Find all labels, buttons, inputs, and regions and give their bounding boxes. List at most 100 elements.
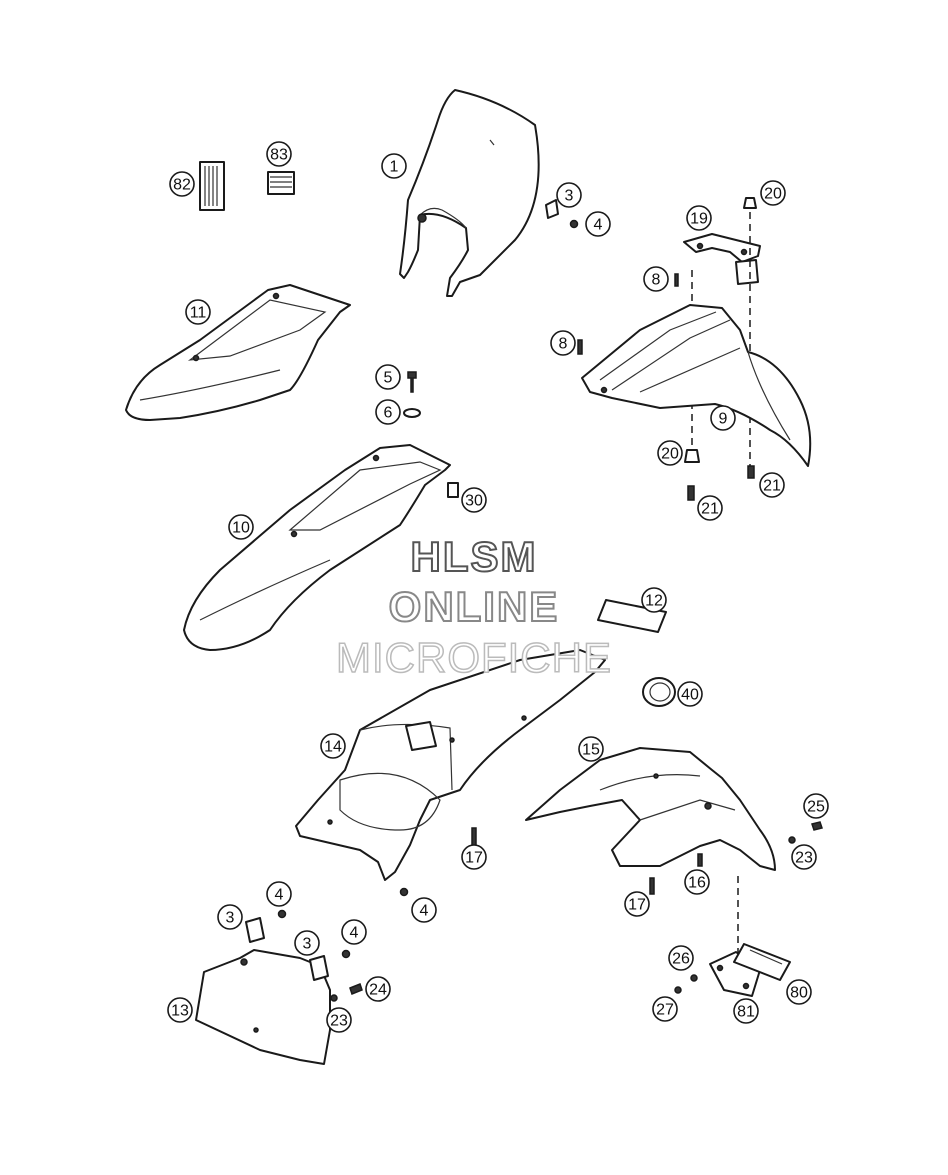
side-cover-11-part (125, 284, 351, 421)
svg-text:25: 25 (807, 799, 825, 816)
callout-1: 1 (381, 153, 407, 179)
cap-40-part (642, 677, 676, 707)
svg-text:13: 13 (171, 1003, 189, 1020)
washer-6-part (403, 408, 421, 418)
callout-83: 83 (266, 141, 292, 167)
callout-9: 9 (710, 405, 736, 431)
callout-21: 21 (697, 495, 723, 521)
svg-text:82: 82 (173, 177, 191, 194)
front-fender-9-part (581, 304, 812, 467)
clip-3-lower (245, 917, 329, 981)
screw-4-top (569, 219, 579, 229)
callout-10: 10 (228, 514, 254, 540)
decal-82-part (199, 161, 225, 211)
callout-3: 3 (217, 904, 243, 930)
nut-26-27 (674, 974, 698, 994)
svg-text:24: 24 (369, 982, 387, 999)
callout-16: 16 (684, 869, 710, 895)
callout-20: 20 (760, 180, 786, 206)
svg-text:21: 21 (763, 478, 781, 495)
svg-text:11: 11 (190, 305, 207, 322)
svg-text:83: 83 (270, 147, 288, 164)
svg-text:27: 27 (656, 1002, 674, 1019)
callout-13: 13 (167, 997, 193, 1023)
svg-text:81: 81 (737, 1004, 755, 1021)
bushing-30-part (447, 482, 459, 498)
screw-17-center (471, 827, 477, 847)
callout-17: 17 (461, 844, 487, 870)
svg-text:15: 15 (582, 742, 600, 759)
reflector-80-part (733, 943, 791, 981)
callout-3: 3 (556, 182, 582, 208)
callout-30: 30 (461, 487, 487, 513)
callout-12: 12 (641, 587, 667, 613)
callout-25: 25 (803, 793, 829, 819)
callout-19: 19 (686, 205, 712, 231)
callout-4: 4 (266, 881, 292, 907)
screw-4-lower (277, 909, 363, 1002)
svg-text:40: 40 (681, 687, 699, 704)
front-fender-15-part (525, 747, 776, 871)
svg-text:3: 3 (303, 936, 312, 953)
svg-text:17: 17 (465, 850, 483, 867)
rear-section-10-part (183, 444, 451, 651)
svg-text:6: 6 (384, 405, 393, 422)
svg-text:3: 3 (226, 910, 235, 927)
svg-text:1: 1 (390, 159, 399, 176)
svg-text:19: 19 (690, 211, 708, 228)
svg-text:23: 23 (795, 850, 813, 867)
callout-17: 17 (624, 891, 650, 917)
screw-4-center (399, 887, 409, 897)
svg-text:4: 4 (594, 217, 603, 234)
fasteners-16-17-23-25 (649, 821, 823, 895)
callout-4: 4 (411, 897, 437, 923)
callout-6: 6 (375, 399, 401, 425)
svg-text:4: 4 (275, 887, 284, 904)
fasteners-20-21 (684, 449, 755, 501)
callout-81: 81 (733, 998, 759, 1024)
callout-8: 8 (643, 266, 669, 292)
svg-text:80: 80 (790, 985, 808, 1002)
svg-text:12: 12 (645, 593, 663, 610)
callout-4: 4 (341, 919, 367, 945)
svg-text:23: 23 (330, 1013, 348, 1030)
callout-40: 40 (677, 681, 703, 707)
decal-83-part (267, 171, 295, 195)
callout-14: 14 (320, 733, 346, 759)
svg-text:4: 4 (420, 903, 429, 920)
nut-20-top (743, 197, 757, 209)
callout-23: 23 (791, 844, 817, 870)
svg-text:21: 21 (701, 501, 719, 518)
clip-3-top (545, 199, 559, 219)
svg-text:8: 8 (652, 272, 661, 289)
svg-text:26: 26 (672, 951, 690, 968)
svg-text:9: 9 (719, 411, 728, 428)
callout-8: 8 (550, 330, 576, 356)
svg-text:14: 14 (324, 739, 342, 756)
headlight-mask-part (399, 89, 540, 297)
callout-4: 4 (585, 211, 611, 237)
callout-23: 23 (326, 1007, 352, 1033)
callout-5: 5 (375, 364, 401, 390)
svg-text:3: 3 (565, 188, 574, 205)
rear-fender-14-part (295, 649, 606, 881)
svg-text:20: 20 (764, 186, 782, 203)
callout-24: 24 (365, 976, 391, 1002)
bracket-19-part (683, 233, 761, 285)
plate-13-part (195, 949, 331, 1065)
svg-text:10: 10 (232, 520, 250, 537)
svg-text:20: 20 (661, 446, 679, 463)
svg-text:17: 17 (628, 897, 646, 914)
callout-82: 82 (169, 171, 195, 197)
callout-26: 26 (668, 945, 694, 971)
callout-80: 80 (786, 979, 812, 1005)
bolt-5-part (407, 371, 417, 393)
svg-text:16: 16 (688, 875, 706, 892)
svg-text:30: 30 (465, 493, 483, 510)
callout-11: 11 (185, 299, 211, 325)
svg-text:4: 4 (350, 925, 359, 942)
callout-15: 15 (578, 736, 604, 762)
bolt-8-part (577, 273, 679, 355)
svg-text:8: 8 (559, 336, 568, 353)
